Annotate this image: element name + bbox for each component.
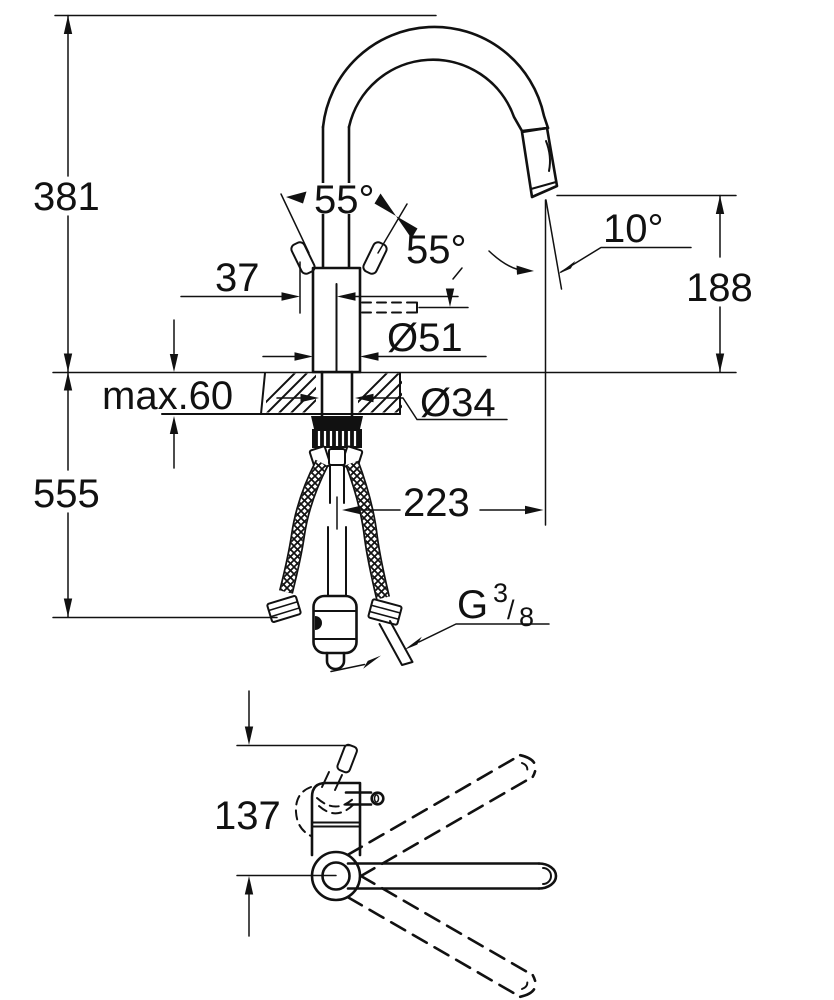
angle-arrow-cross-a (374, 193, 396, 216)
hose-fitting-left (266, 595, 302, 623)
faucet-outline (280, 25, 559, 374)
dimension-188: 188 (556, 194, 753, 373)
dimension-137: 137 (214, 690, 352, 937)
dim-max60-label: max.60 (102, 374, 233, 418)
braided-hose-left (278, 459, 329, 594)
hose-end-tab (325, 651, 346, 671)
mounting-shank (320, 370, 354, 418)
hose-weight-lines (312, 610, 358, 640)
dim-555-label: 555 (33, 472, 100, 516)
hose-weight-clip (315, 616, 322, 630)
counter-deck (52, 371, 737, 415)
dim-55deg-left-label: 55° (314, 178, 375, 222)
dimension-555: 555 (33, 371, 278, 619)
dim-10deg-label: 10° (603, 207, 664, 251)
plan-pivot-inner-circle (321, 861, 351, 891)
plan-spout-swung-down (346, 874, 537, 999)
dimension-381: 381 (33, 14, 437, 373)
dimension-dia51: Ø51 (262, 316, 487, 361)
lever-horizontal-hidden (361, 301, 418, 314)
pullout-hose (327, 464, 347, 597)
sprayhead (520, 126, 559, 199)
dim-223-label: 223 (403, 481, 470, 525)
dimension-max60: max.60 (102, 319, 233, 469)
spout-inner-arc (347, 58, 524, 133)
dimension-55deg-right: 55° (406, 228, 467, 307)
under-counter-assembly (266, 370, 414, 671)
dim-55deg-right-label: 55° (406, 228, 467, 272)
plan-spout (346, 862, 541, 890)
braided-hose-right (345, 460, 391, 600)
dimension-dia34: Ø34 (276, 381, 508, 425)
dim-137-label: 137 (214, 794, 281, 838)
mounting-collar (311, 416, 363, 429)
mounting-nut-knurl (317, 431, 357, 446)
plan-spout-end-cap (537, 862, 558, 890)
plan-spout-outlet (542, 867, 552, 885)
plan-body (310, 781, 362, 857)
thread-g-label: G (457, 583, 488, 627)
thread-denominator: 8 (519, 602, 534, 632)
plan-knob-end (370, 791, 385, 806)
sprayhead-notch (545, 140, 551, 172)
lever-right (362, 241, 388, 275)
dimension-223: 223 (336, 481, 544, 530)
plan-lever-dashes (321, 771, 343, 791)
plan-view: 137 (214, 690, 558, 999)
lever-left (290, 241, 316, 275)
plan-lever-tip (336, 743, 358, 774)
label-mask (311, 183, 390, 214)
dim-37-label: 37 (215, 256, 260, 300)
plan-spout-swung-up (346, 753, 537, 878)
dimension-55deg-left: 55° (286, 178, 418, 239)
side-elevation-view: 381 555 max.60 37 (33, 14, 753, 673)
hose-stub-center (328, 448, 346, 466)
angle-arrow-cross-b (396, 216, 418, 239)
dimension-37: 37 (180, 256, 459, 314)
plan-knob-bar (344, 791, 373, 806)
thread-numerator: 3 (493, 578, 508, 608)
deck-hatch-right (358, 373, 402, 413)
thread-tube (378, 620, 414, 666)
spout-outer-arc (321, 25, 550, 130)
dimension-thread-g38: G 3 / 8 (330, 578, 550, 673)
plan-hidden-arc-lower (318, 802, 356, 815)
plan-body-dividers (311, 821, 361, 828)
sprayhead-face-line (530, 181, 557, 190)
dim-188-label: 188 (686, 266, 753, 310)
plan-knob-end-inner (373, 794, 380, 803)
stream-angle-line (545, 199, 563, 290)
thread-slash: / (507, 595, 515, 625)
dim-dia51-label: Ø51 (387, 316, 463, 360)
hose-fitting-right (367, 598, 403, 626)
deck-hatch-left (266, 373, 316, 413)
dim-381-label: 381 (33, 175, 100, 219)
dim-dia34-label: Ø34 (420, 381, 496, 425)
plan-hidden-arc-upper (316, 795, 357, 808)
dimension-10deg: 10° (488, 199, 692, 526)
plan-hidden-arc-left (294, 786, 312, 837)
plan-faucet (294, 743, 558, 999)
